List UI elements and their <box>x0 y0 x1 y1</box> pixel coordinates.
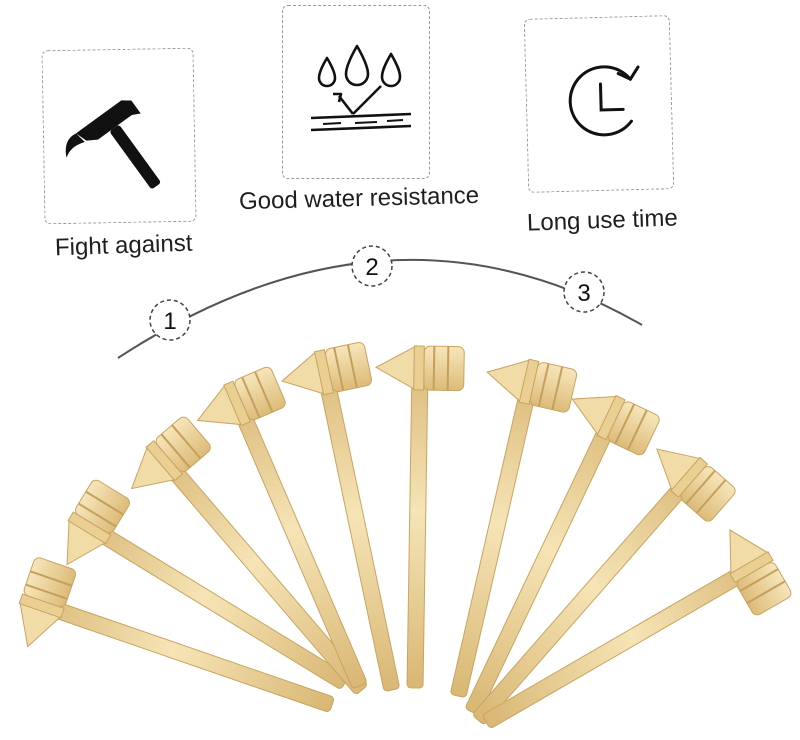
wooden-hammer-8 <box>465 394 660 715</box>
wooden-hammer-5 <box>280 342 400 692</box>
wooden-hammer-6 <box>374 345 465 689</box>
hammer-head <box>18 557 77 648</box>
wooden-hammer-7 <box>450 358 578 698</box>
water-drops-icon <box>310 44 412 132</box>
hammer-icon <box>65 100 161 189</box>
clock-refresh-icon <box>568 65 640 137</box>
wooden-hammer-3 <box>130 416 367 695</box>
wooden-hammer-10 <box>482 529 792 728</box>
feature-card-water-resistance <box>282 5 430 179</box>
hammer-head <box>196 366 286 427</box>
wooden-hammer-2 <box>66 479 349 689</box>
feature-card-fight-against <box>41 47 197 225</box>
hammer-head <box>571 394 660 456</box>
wooden-hammer-4 <box>196 366 367 689</box>
hammer-head <box>729 529 792 616</box>
hammer-head <box>486 358 578 413</box>
hammer-head <box>66 479 130 566</box>
hammer-handle <box>406 367 429 689</box>
hammer-head <box>280 342 372 396</box>
feature-card-long-use-time <box>523 15 675 193</box>
hammer-head <box>374 345 465 392</box>
wooden-hammer-9 <box>473 448 736 725</box>
hammer-head <box>656 448 736 522</box>
hammer-head <box>130 416 211 490</box>
wooden-hammer-1 <box>18 557 335 712</box>
